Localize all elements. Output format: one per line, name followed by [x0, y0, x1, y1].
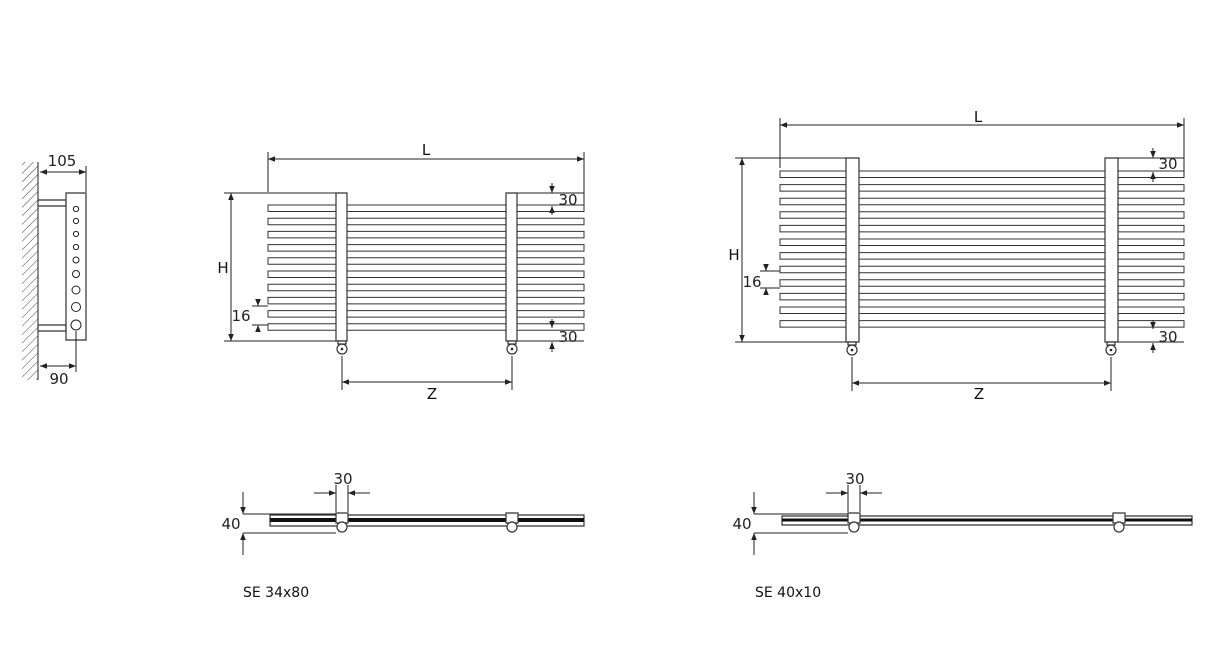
model-a-plan-depth-label: 40 — [221, 515, 240, 533]
model-b-tubes — [780, 171, 1184, 327]
model-b-front-view: L H 30 30 16 Z — [728, 108, 1184, 403]
model-b-length-label: L — [974, 108, 983, 126]
model-b-caption: SE 40x10 — [755, 585, 821, 601]
side-wall-gap-label: 90 — [49, 370, 68, 388]
model-a-tube — [268, 311, 584, 318]
model-a-plan-view: 30 40 SE 34x80 — [221, 470, 584, 601]
side-view: 105 90 — [22, 152, 86, 388]
model-a-tube — [268, 324, 584, 331]
model-a-tubes — [268, 205, 584, 330]
model-b-tube-label: 16 — [742, 273, 761, 291]
model-a-front-view: L H 30 30 16 Z — [217, 141, 584, 403]
wall-hatch — [22, 162, 38, 380]
model-a-tube — [268, 245, 584, 252]
model-b-tube — [780, 239, 1184, 246]
model-b-height-label: H — [728, 246, 739, 264]
model-a-tube — [268, 284, 584, 291]
model-a-tube — [268, 231, 584, 238]
model-b-valve-left — [847, 342, 857, 355]
model-a-length-label: L — [422, 141, 431, 159]
model-b-plan-depth-label: 40 — [732, 515, 751, 533]
model-b-top-gap-label: 30 — [1158, 155, 1177, 173]
model-a-tube — [268, 297, 584, 304]
model-a-valve-right — [507, 341, 517, 354]
model-b-tube — [780, 171, 1184, 178]
model-b-plan-view: 30 40 SE 40x10 — [732, 470, 1192, 601]
model-a-top-gap-label: 30 — [558, 191, 577, 209]
model-b-tube — [780, 225, 1184, 232]
model-a-collector-left — [336, 193, 347, 341]
model-b-tube — [780, 198, 1184, 205]
model-a-height-label: H — [217, 259, 228, 277]
model-b-valve-right — [1106, 342, 1116, 355]
model-b-tube — [780, 307, 1184, 314]
model-b-tube — [780, 321, 1184, 328]
model-b-bottom-gap-label: 30 — [1158, 328, 1177, 346]
model-b-tube — [780, 253, 1184, 260]
model-b-tube — [780, 280, 1184, 287]
model-a-axis-label: Z — [427, 385, 437, 403]
model-b-tube — [780, 266, 1184, 273]
model-a-collector-right — [506, 193, 517, 341]
model-a-tube-label: 16 — [231, 307, 250, 325]
model-a-tube — [268, 205, 584, 212]
model-a-tube — [268, 218, 584, 225]
side-depth-label: 105 — [48, 152, 77, 170]
model-b-collector-right — [1105, 158, 1118, 342]
model-a-valve-left — [337, 341, 347, 354]
model-a-plan-width-label: 30 — [333, 470, 352, 488]
wall-bracket-bottom — [38, 325, 66, 331]
model-a-caption: SE 34x80 — [243, 585, 309, 601]
side-tube-ends — [71, 206, 81, 330]
model-b-tube — [780, 185, 1184, 192]
model-b-plan-width-label: 30 — [845, 470, 864, 488]
model-a-tube — [268, 258, 584, 265]
model-b-tube — [780, 293, 1184, 300]
model-a-bottom-gap-label: 30 — [558, 328, 577, 346]
model-b-tube — [780, 212, 1184, 219]
model-b-collector-left — [846, 158, 859, 342]
side-collector — [66, 193, 86, 340]
model-b-axis-label: Z — [974, 385, 984, 403]
model-a-tube — [268, 271, 584, 278]
wall-bracket-top — [38, 200, 66, 206]
